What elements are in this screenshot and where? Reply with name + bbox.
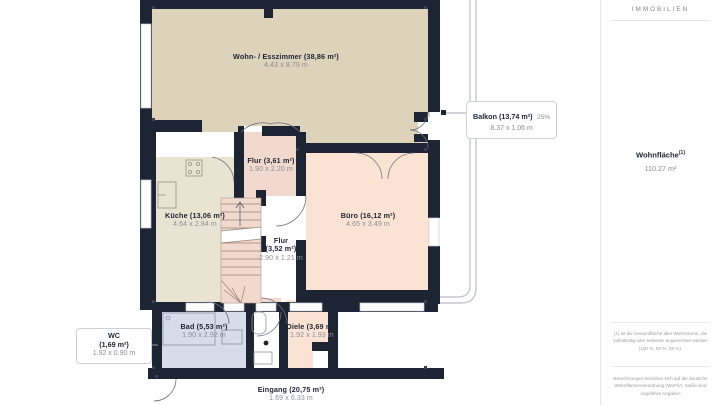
callout-name: WC [108, 331, 120, 340]
living-area-text: Wohnfläche [635, 150, 679, 160]
footnote-2: Berechnungen beziehen sich auf die deuts… [613, 376, 708, 396]
bath-fixtures [162, 311, 273, 365]
brand-immobilien: IMMOBILIEN [631, 6, 690, 13]
fineprint-divider-2 [611, 366, 710, 367]
callout-dims: 8.37 x 1.06 m [490, 125, 533, 133]
info-sidebar: IMMOBILIEN Wohnfläche(1) 110.27 m² (1) i… [600, 0, 720, 405]
living-area-label: Wohnfläche(1) [601, 150, 720, 160]
floor-plan-drawing [135, 0, 477, 402]
living-area-block: Wohnfläche(1) 110.27 m² [601, 150, 720, 173]
room-fill-buero [306, 152, 430, 290]
callout-dims: 1.92 x 0.90 m [92, 350, 136, 358]
room-fills [152, 8, 430, 370]
dimension-ticks [152, 6, 427, 378]
room-fill-diele [286, 300, 330, 370]
door-swings [153, 111, 429, 402]
callout-wc: WC (1,69 m²) 1.92 x 0.90 m [76, 328, 152, 364]
room-fill-bad [160, 310, 248, 370]
callout-balkon: Balkon (13,74 m²) 25% 8.37 x 1.06 m [466, 101, 558, 139]
callout-percent: 25% [536, 114, 551, 121]
balkon-leader [441, 110, 470, 115]
room-fill-wohn-esszimmer [152, 8, 430, 152]
room-fill-wc [251, 310, 283, 370]
fixtures [157, 159, 203, 209]
staircase [220, 197, 262, 304]
balcony-railing [440, 0, 477, 304]
fineprint-divider-1 [611, 322, 710, 323]
callout-balkon-title: Balkon (13,74 m²) 25% [473, 105, 550, 124]
windows [140, 23, 440, 312]
footnote-marker: (1) [678, 150, 686, 156]
sidebar-divider [611, 20, 710, 21]
callout-name: Balkon (13,74 m²) [473, 112, 533, 121]
living-area-value: 110.27 m² [644, 163, 677, 173]
footnote-1: (1) ist die Gesamtfläche aller Wohnräume… [613, 331, 708, 351]
callout-area: (1,69 m²) [99, 339, 129, 349]
